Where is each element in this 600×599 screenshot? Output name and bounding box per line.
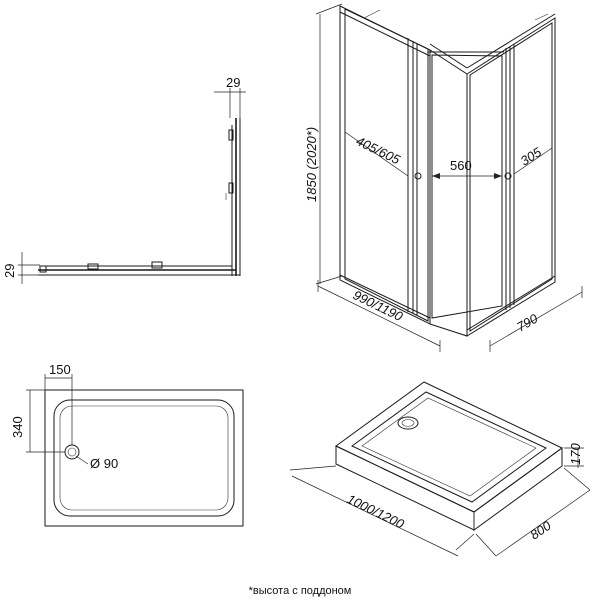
profile-view: 29 29 — [2, 75, 246, 284]
enclosure-door-width-label: 405/605 — [354, 133, 404, 167]
enclosure-depth-label: 790 — [514, 310, 541, 334]
tray-iso-view: 170 1000/1200 800 — [289, 381, 591, 557]
tray-height-label: 170 — [568, 443, 583, 465]
enclosure-opening-label: 560 — [450, 158, 472, 173]
enclosure-height-label: 1850 (2020*) — [304, 127, 319, 202]
tray-drain-x-label: 150 — [49, 362, 71, 377]
footnote: *высота с поддоном — [248, 585, 352, 597]
enclosure-view: 1850 (2020*) 405/605 560 305 990/1190 79… — [304, 3, 583, 352]
tray-plan-view: 150 340 Ø 90 — [10, 362, 244, 527]
tray-drain-diameter-label: Ø 90 — [90, 456, 118, 471]
enclosure-side-panel-label: 305 — [518, 144, 545, 169]
tray-drain-y-label: 340 — [10, 416, 25, 438]
tray-length-label: 1000/1200 — [345, 491, 408, 532]
tray-width-label: 800 — [527, 517, 554, 542]
profile-dim-top-label: 29 — [226, 75, 240, 90]
profile-dim-left-label: 29 — [2, 264, 17, 278]
